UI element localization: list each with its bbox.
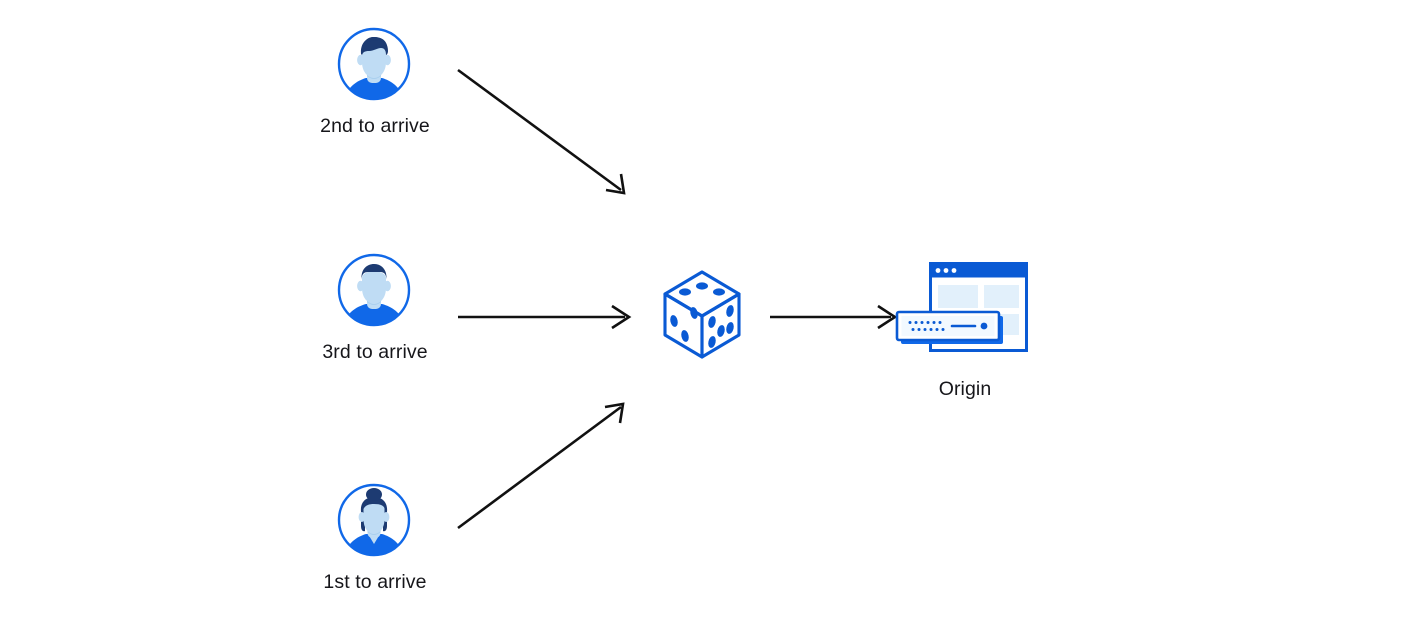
arrow-1st-to-dice: [457, 402, 625, 530]
arrow-dice-to-origin: [770, 304, 898, 330]
dice-icon: [660, 266, 746, 367]
arrow-2nd-to-dice: [457, 68, 626, 195]
origin-label: Origin: [938, 378, 992, 400]
avatar-male-wavy-hair-icon: [336, 26, 412, 102]
avatar-male-short-hair-icon: [336, 252, 412, 328]
avatar-female-bun-hair-icon: [336, 482, 412, 558]
origin-server-browser-icon: [893, 258, 1033, 363]
client-label-3rd: 3rd to arrive: [322, 341, 428, 363]
client-label-2nd: 2nd to arrive: [320, 115, 430, 137]
server-device-icon: [895, 310, 1003, 344]
arrow-3rd-to-dice: [458, 304, 632, 330]
client-label-1st: 1st to arrive: [323, 571, 427, 593]
